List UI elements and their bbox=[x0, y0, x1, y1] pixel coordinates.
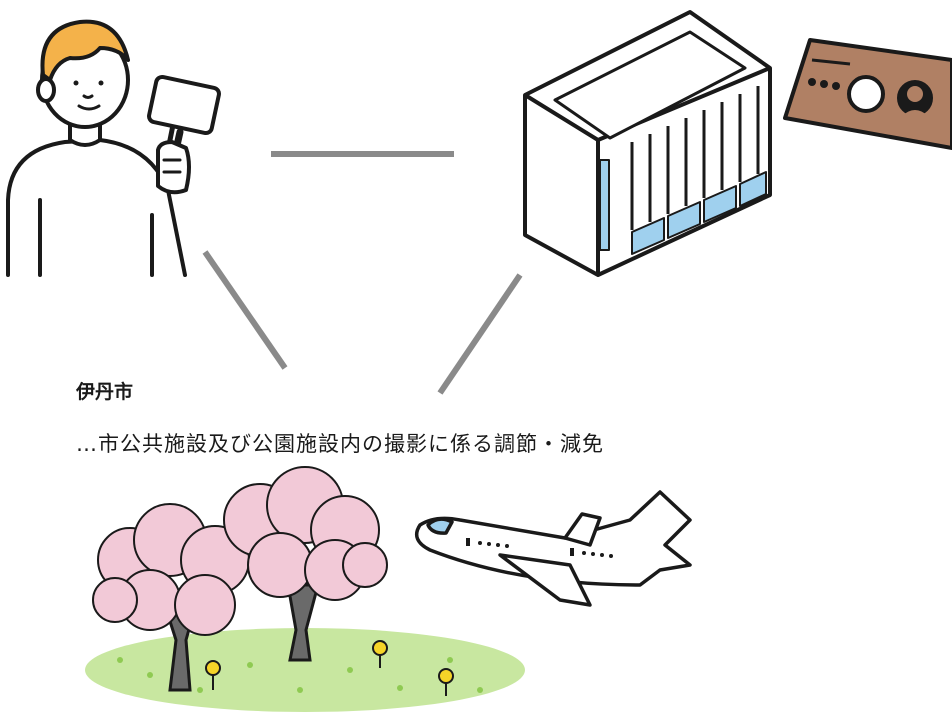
id-card-icon bbox=[783, 38, 952, 150]
airplane-icon bbox=[414, 490, 692, 607]
organization-description: …市公共施設及び公園施設内の撮影に係る調節・減免 bbox=[76, 432, 604, 456]
person-with-camera-icon bbox=[6, 19, 221, 277]
office-building-icon bbox=[523, 10, 772, 277]
organization-name: 伊丹市 bbox=[76, 381, 134, 403]
cherry-blossom-park-icon bbox=[85, 466, 525, 712]
connector-lines bbox=[202, 151, 523, 395]
connector-building-city bbox=[437, 273, 523, 395]
connector-person-city bbox=[202, 250, 288, 370]
